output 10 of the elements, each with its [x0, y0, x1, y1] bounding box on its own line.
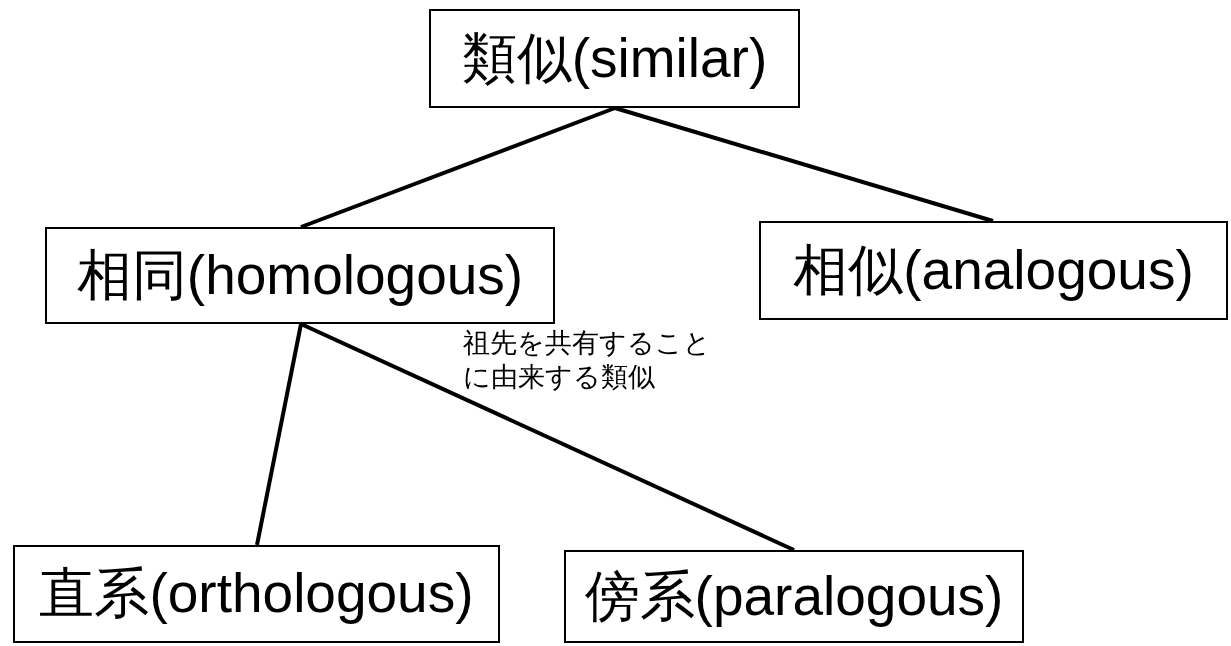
- term-box: 相同(homologous): [45, 227, 555, 324]
- term-box: 直系(orthologous): [13, 545, 500, 643]
- term-box: 類似(similar): [429, 9, 800, 108]
- connector-line: [255, 323, 303, 546]
- connector-line: [300, 106, 616, 229]
- annotation-text: 祖先を共有することに由来する類似: [463, 327, 712, 394]
- term-box: 傍系(paralogous): [564, 550, 1024, 643]
- connector-line: [614, 106, 994, 223]
- term-box: 相似(analogous): [759, 221, 1228, 320]
- connector-line: [300, 322, 795, 552]
